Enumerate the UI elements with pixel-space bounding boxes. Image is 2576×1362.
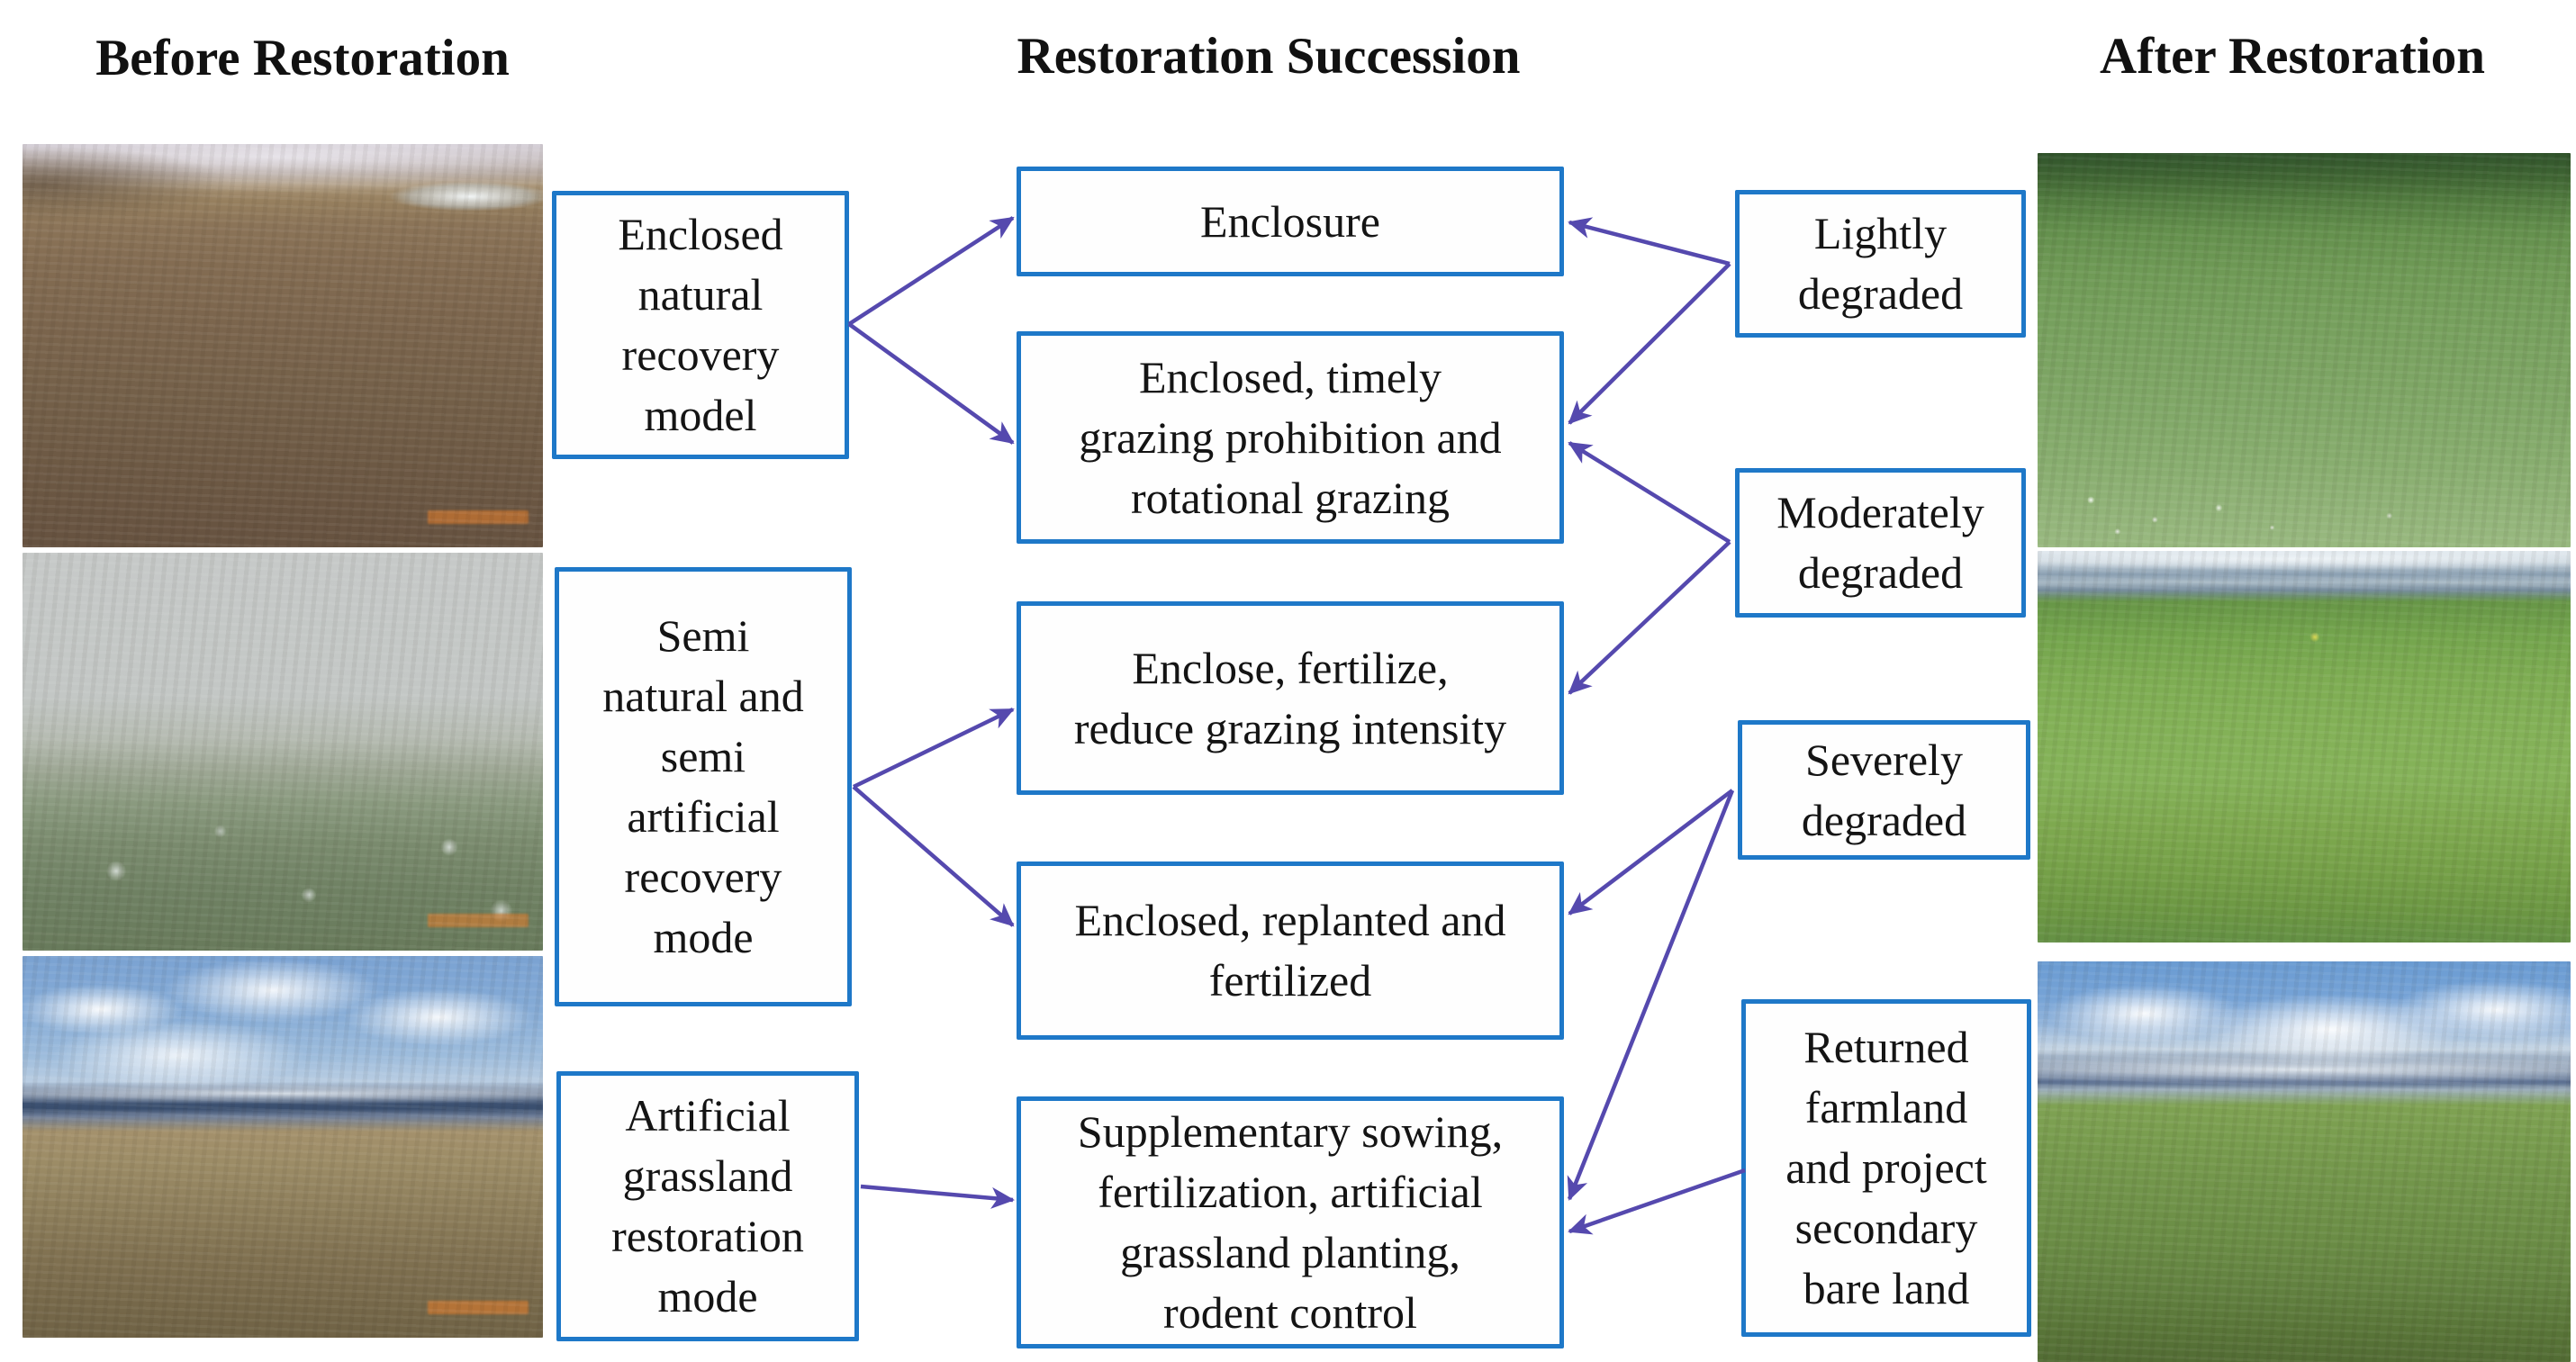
header-before-restoration: Before Restoration (95, 30, 510, 86)
degradation-box-returned-farmland: Returned farmland and project secondary … (1741, 999, 2031, 1337)
arrow-m2-to-b4 (852, 785, 1015, 927)
photo-after-lush-grassland (2038, 551, 2571, 943)
action-box-enclosure: Enclosure (1017, 167, 1564, 276)
action-box-supplementary-sowing: Supplementary sowing, fertilization, art… (1017, 1096, 1564, 1348)
arrow-m2-to-b3 (853, 707, 1015, 789)
model-box-artificial-grassland: Artificial grassland restoration mode (556, 1071, 859, 1341)
model-box-enclosed-natural-recovery: Enclosed natural recovery model (552, 191, 849, 459)
arrow-m3-to-b5 (860, 1184, 1015, 1209)
arrow-m1-to-b1 (847, 216, 1015, 326)
model-box-semi-natural-semi-artificial: Semi natural and semi artificial recover… (555, 567, 852, 1006)
photo-timestamp-watermark (428, 510, 529, 524)
action-box-reduce-grazing-intensity: Enclose, fertilize, reduce grazing inten… (1017, 601, 1564, 795)
arrow-r3-to-b4 (1568, 789, 1734, 916)
action-box-replanted-fertilized: Enclosed, replanted and fertilized (1017, 861, 1564, 1040)
header-after-restoration: After Restoration (2100, 28, 2485, 85)
degradation-box-severely: Severely degraded (1738, 720, 2030, 860)
arrow-r1-to-b2 (1568, 262, 1731, 425)
photo-timestamp-watermark (428, 1301, 529, 1314)
arrow-r4-to-b5 (1568, 1168, 1746, 1235)
photo-before-degraded-slope (23, 144, 543, 547)
header-restoration-succession: Restoration Succession (1017, 28, 1521, 85)
photo-before-foggy-meadow (23, 553, 543, 951)
degradation-box-moderately: Moderately degraded (1735, 468, 2026, 618)
arrow-r2-to-b2 (1568, 441, 1731, 544)
arrow-m1-to-b2 (847, 322, 1015, 445)
action-box-grazing-prohibition: Enclosed, timely grazing prohibition and… (1017, 331, 1564, 544)
degradation-box-lightly: Lightly degraded (1735, 190, 2026, 338)
arrow-r3-to-b5 (1567, 789, 1735, 1201)
arrow-r1-to-b1 (1568, 217, 1731, 266)
arrow-r2-to-b3 (1568, 540, 1731, 695)
photo-after-green-hillside (2038, 153, 2571, 547)
photo-timestamp-watermark (428, 914, 529, 927)
photo-after-grassland-sky (2038, 961, 2571, 1362)
photo-before-dry-plain (23, 956, 543, 1338)
